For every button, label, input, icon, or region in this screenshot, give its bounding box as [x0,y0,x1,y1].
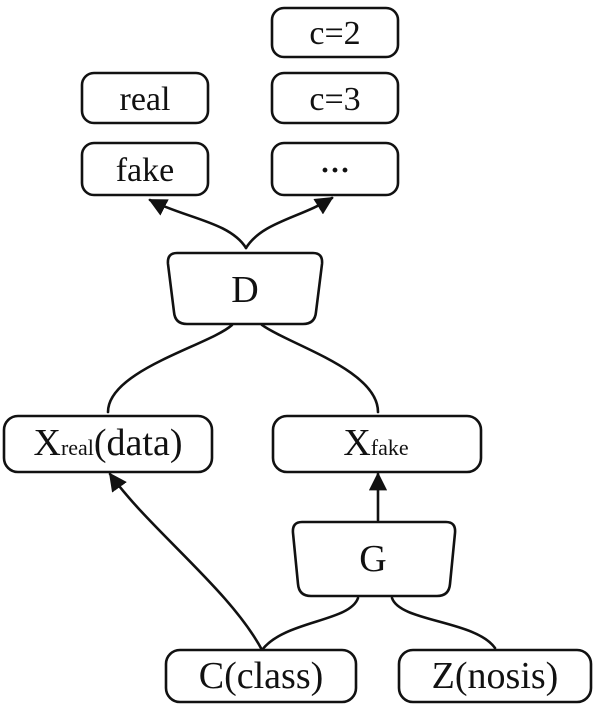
edge-z-to-g [390,596,497,650]
edge-c-to-xreal [108,472,264,652]
class-label-c2: c=2 [309,15,360,52]
edge-xreal-to-d [106,323,234,414]
class-input-box [164,648,358,704]
edge-xfake-to-d [260,323,380,414]
x-fake-box [271,414,483,474]
fake-label: fake [116,152,175,189]
generator-box [291,520,457,598]
class-input-label: C(class) [199,655,324,697]
real-label-box [80,71,210,125]
class-label-c3: c=3 [309,81,360,118]
edge-d-to-more [244,196,334,250]
x-fake-label: Xfake [343,422,408,464]
edge-c-to-g [260,596,360,652]
discriminator-box [166,251,324,326]
noise-input-label: Z(nosis) [432,655,559,697]
class-label-c3-box [270,71,400,125]
class-label-c2-box [270,6,400,59]
class-label-more: ··· [320,154,350,187]
x-fake-symbol: X [343,422,370,464]
x-real-box [2,414,214,474]
class-label-more-box [270,141,400,197]
generator-label: G [359,538,386,580]
fake-label-box [80,141,210,197]
x-fake-subscript: fake [371,435,409,460]
edge-d-to-fake [148,198,248,250]
x-real-suffix: (data) [94,422,183,464]
x-real-symbol: X [33,422,60,464]
noise-input-box [397,648,593,704]
real-label: real [120,81,171,118]
x-real-subscript: real [61,435,94,460]
discriminator-label: D [231,269,258,311]
x-real-label: Xreal(data) [33,422,182,464]
